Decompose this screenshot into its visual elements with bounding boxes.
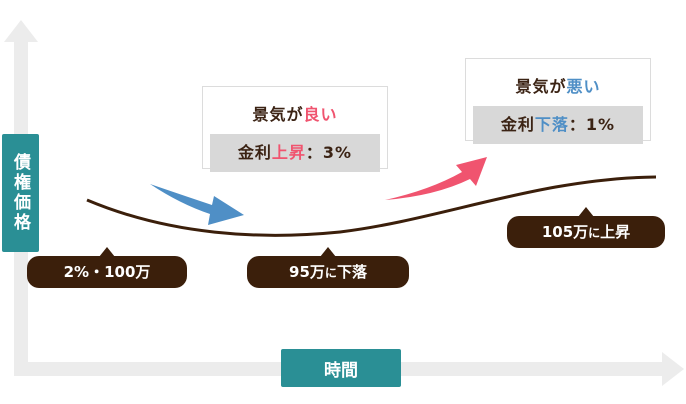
up-arrow-icon <box>385 157 487 200</box>
good-economy-rate: 金利上昇：3% <box>210 134 380 172</box>
bad-economy-box: 景気が悪い 金利下落：1% <box>465 58 651 144</box>
middle-price-tag: 95万に下落 <box>247 247 409 288</box>
bad-economy-rate: 金利下落：1% <box>473 106 643 144</box>
end-price-tag: 105万に上昇 <box>507 207 665 248</box>
y-axis-label: 債権価格 <box>2 134 39 252</box>
start-price-tag: 2%・100万 <box>27 247 187 288</box>
good-economy-box: 景気が良い 金利上昇：3% <box>202 86 388 172</box>
x-axis-label: 時間 <box>281 349 401 387</box>
down-arrow-icon <box>150 184 244 225</box>
good-economy-title: 景気が良い <box>252 105 338 124</box>
bad-economy-title: 景気が悪い <box>515 77 601 96</box>
price-curve <box>86 175 657 237</box>
